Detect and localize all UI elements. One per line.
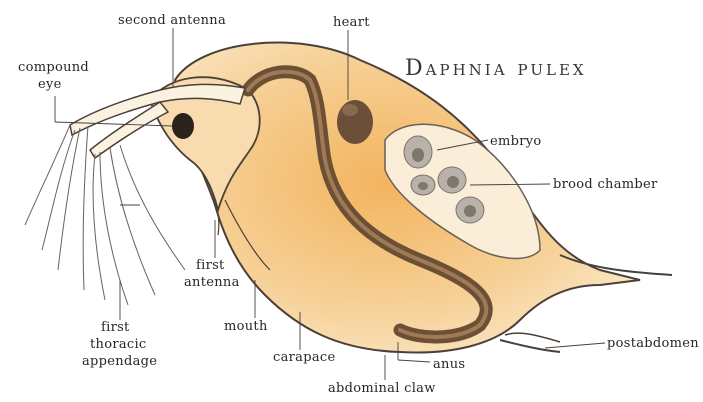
label-first-antenna-line1: first xyxy=(196,258,225,273)
label-anus: anus xyxy=(433,357,465,372)
label-second-antenna: second antenna xyxy=(118,13,226,28)
label-heart: heart xyxy=(333,15,370,30)
label-carapace: carapace xyxy=(273,350,335,365)
label-brood-chamber: brood chamber xyxy=(553,177,658,192)
compound-eye-shape xyxy=(172,113,194,139)
postabdomen-shape xyxy=(500,340,560,352)
label-postabdomen: postabdomen xyxy=(607,336,699,351)
diagram-title: Daphnia pulex xyxy=(405,56,587,81)
label-abdominal-claw: abdominal claw xyxy=(328,381,436,396)
label-first-antenna-line2: antenna xyxy=(184,275,240,290)
label-first-thoracic-line2: thoracic xyxy=(90,337,147,352)
label-first-thoracic-line1: first xyxy=(101,320,130,335)
label-compound-eye-line1: compound xyxy=(18,60,89,75)
label-compound-eye-line2: eye xyxy=(38,77,62,92)
antenna-setae xyxy=(25,125,185,305)
label-first-thoracic-line3: appendage xyxy=(82,354,157,369)
label-mouth: mouth xyxy=(224,319,268,334)
label-embryo: embryo xyxy=(490,134,542,149)
